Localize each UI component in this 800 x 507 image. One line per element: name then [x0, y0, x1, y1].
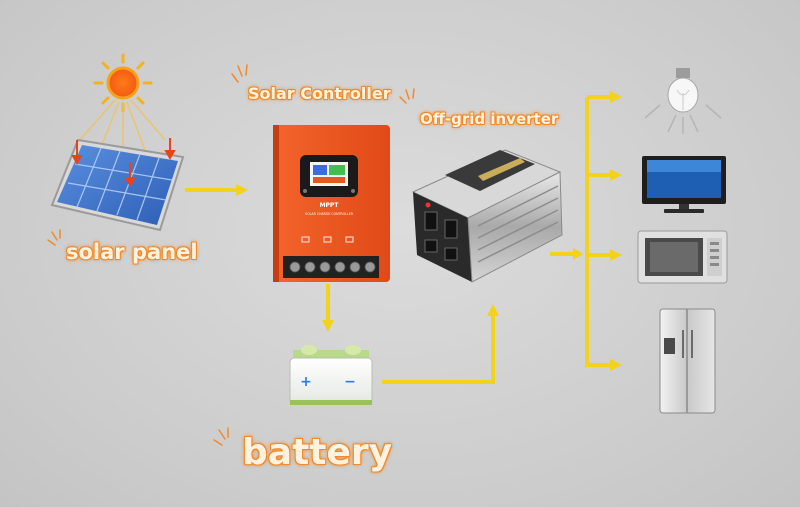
sun-icon — [79, 53, 166, 151]
distribution-bus — [550, 91, 622, 371]
battery-label: battery — [242, 432, 393, 473]
inverter-icon — [411, 149, 563, 283]
light-bulb-icon — [644, 68, 722, 134]
battery-plus: + — [300, 374, 312, 390]
offgrid-inverter-label: Off-grid inverter — [420, 110, 559, 128]
solar-panel-icon — [50, 138, 185, 232]
mppt-label: MPPT — [320, 202, 340, 209]
charge-controller-icon: MPPT SOLAR CHARGE CONTROLLER — [273, 125, 390, 282]
solar-controller-label: Solar Controller — [248, 84, 391, 103]
television-icon — [642, 156, 726, 213]
refrigerator-icon — [659, 308, 716, 414]
battery-icon: + − — [289, 345, 373, 405]
solar-panel-label: solar panel — [66, 240, 198, 264]
battery-minus: − — [344, 374, 356, 390]
arrow-controller-to-battery — [322, 284, 334, 332]
arrow-panel-to-controller — [185, 184, 248, 196]
controller-subtitle: SOLAR CHARGE CONTROLLER — [305, 212, 354, 216]
arrow-battery-to-inverter — [382, 304, 499, 384]
microwave-icon — [637, 230, 728, 284]
spark-decorations — [47, 64, 415, 446]
